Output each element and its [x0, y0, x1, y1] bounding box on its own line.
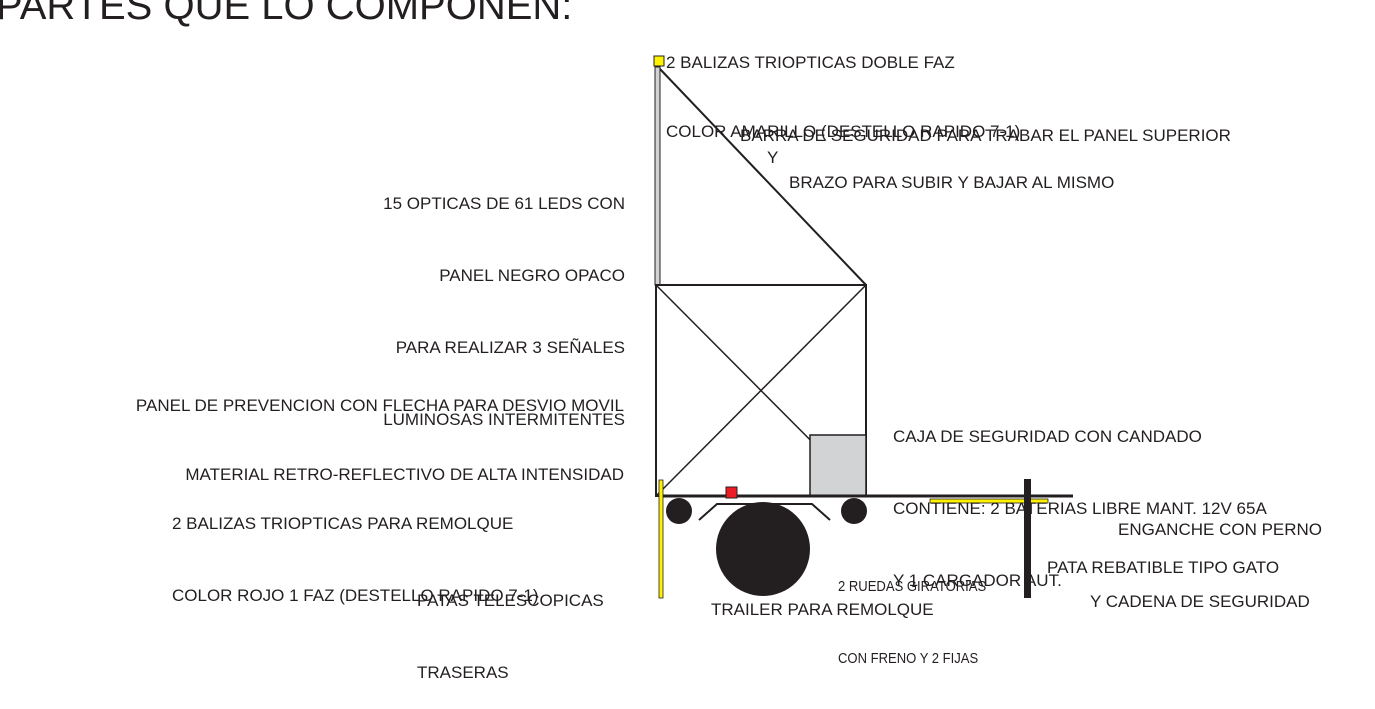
label-trailer: TRAILER PARA REMOLQUE	[711, 600, 934, 619]
label-optics: 15 OPTICAS DE 61 LEDS CON PANEL NEGRO OP…	[383, 194, 625, 429]
page-title: PARTES QUE LO COMPONEN:	[0, 0, 573, 28]
optics-pole	[654, 66, 661, 286]
label-hitch: ENGANCHE CON PERNO Y CADENA DE SEGURIDAD	[1090, 520, 1323, 611]
security-arm	[659, 68, 867, 286]
label-warning-panel: PANEL DE PREVENCION CON FLECHA PARA DESV…	[135, 396, 624, 484]
trailer-diagram	[653, 55, 1073, 599]
label-security-bar-y: Y	[767, 148, 779, 167]
swivel-wheel-front	[841, 498, 867, 524]
label-security-bar-line3: BRAZO PARA SUBIR Y BAJAR AL MISMO	[789, 173, 1115, 192]
swivel-wheel-rear	[666, 498, 692, 524]
rear-telescopic-leg	[658, 479, 664, 599]
hitch-bar	[929, 498, 1049, 504]
red-beacon	[725, 486, 738, 499]
label-telescopic-legs: PATAS TELESCOPICAS TRASERAS	[417, 591, 604, 682]
security-box	[809, 434, 867, 497]
label-tow-beacons: 2 BALIZAS TRIOPTICAS PARA REMOLQUE COLOR…	[172, 514, 539, 605]
main-wheel	[716, 502, 810, 596]
amber-beacon	[653, 55, 665, 67]
label-security-box: CAJA DE SEGURIDAD CON CANDADO CONTIENE: …	[893, 427, 1267, 590]
panel-diagonal-2	[655, 284, 867, 497]
label-top-beacons: 2 BALIZAS TRIOPTICAS DOBLE FAZ COLOR AMA…	[666, 53, 1021, 141]
label-jack-stand: PATA REBATIBLE TIPO GATO	[1047, 558, 1280, 577]
jack-stand	[1024, 479, 1031, 598]
label-security-bar-line1: BARRA DE SEGURIDAD PARA TRABAR EL PANEL …	[740, 126, 1231, 145]
